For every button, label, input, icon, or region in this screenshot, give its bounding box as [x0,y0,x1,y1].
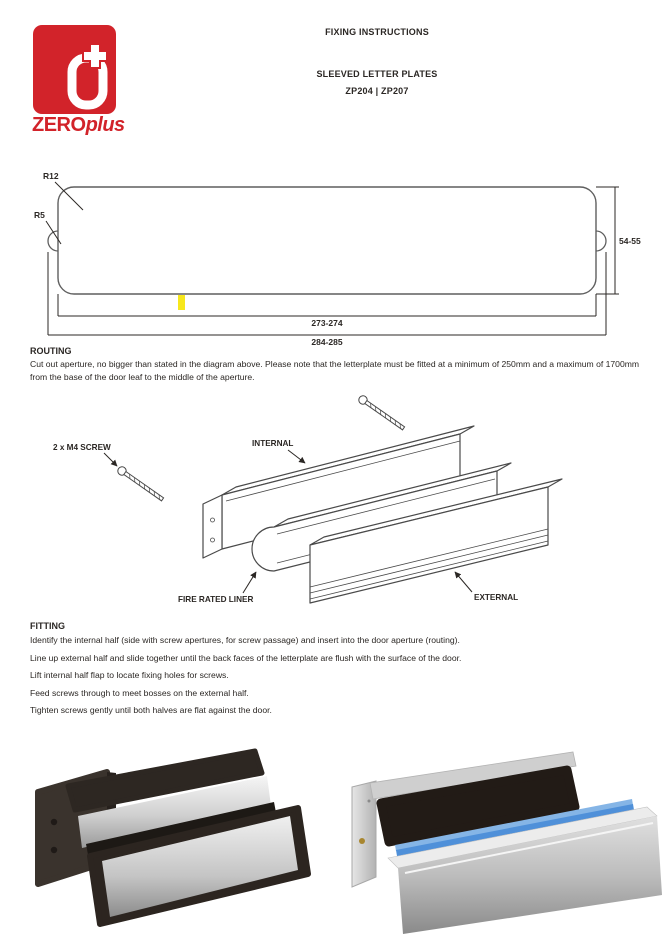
liner-label: FIRE RATED LINER [178,595,253,604]
right-photo-hole [367,799,371,803]
height-dimension-label: 54-55 [619,236,641,246]
r12-leader-line [54,181,84,211]
routing-body: Cut out aperture, no bigger than stated … [30,359,640,382]
outer-width-dimension-lines [47,252,607,336]
internal-half-drawing [202,425,475,559]
left-photo-screw-hole-top [50,818,58,826]
liner-arrow [242,571,257,594]
inner-width-dimension-lines [57,294,597,317]
screw-arrow [103,452,118,467]
fitting-heading: FITTING [30,621,65,631]
screw-label: 2 x M4 SCREW [53,443,111,452]
right-photo-liner-highlight [395,799,633,851]
outer-width-dimension-label: 284-285 [311,337,342,347]
zeroplus-logo-mark [33,25,116,114]
left-photo-silver-band [78,776,271,848]
internal-arrow [287,449,306,464]
r12-label: R12 [43,171,59,181]
right-photo-backplate [351,780,377,888]
aperture-outline [57,186,597,295]
zero-plus-icon [67,43,108,110]
external-arrow [454,571,473,593]
brand-plus: plus [85,114,126,136]
m4-screw-left [117,466,165,502]
height-dimension-lines [596,186,619,295]
fitting-step-2: Line up external half and slide together… [30,652,462,663]
right-photo-black-sleeve [376,765,580,847]
product-codes: ZP204 | ZP207 [345,86,409,96]
inner-width-dimension-label: 273-274 [311,318,342,328]
r5-leader-line [45,220,62,245]
yellow-highlight-mark [178,295,185,310]
fitting-step-5: Tighten screws gently until both halves … [30,705,272,715]
brand-zero: ZERO [32,114,86,136]
m4-screw-top [358,395,406,431]
right-photo-brass-screw [359,838,365,844]
right-photo-external-face [398,816,662,934]
product-title: SLEEVED LETTER PLATES [316,69,438,79]
left-photo-external-flap [102,816,298,917]
routing-heading: ROUTING [30,346,72,356]
fitting-steps: Identify the internal half (side with sc… [30,636,642,724]
cutout-dimension-diagram: R12 R5 54-55 273-274 284-285 [34,171,641,347]
fitting-step-3: Lift internal half flap to locate fixing… [30,670,229,680]
product-photo-brown-letterplate [35,748,311,927]
product-photo-steel-letterplate [351,751,662,934]
left-photo-internal-flap [65,748,265,813]
zeroplus-logo-text: ZEROplus [32,114,152,137]
assembly-exploded-diagram: 2 x M4 SCREW INTERNAL FIRE RATED LINER E… [53,395,563,604]
external-label: EXTERNAL [474,593,518,602]
fitting-step-1: Identify the internal half (side with sc… [30,635,460,645]
fitting-step-4: Feed screws through to meet bosses on th… [30,687,249,698]
left-photo-screw-hole-bottom [50,846,58,854]
right-photo-frame-highlight [404,822,654,874]
r5-label: R5 [34,210,45,220]
doc-title: FIXING INSTRUCTIONS [325,27,429,37]
internal-label: INTERNAL [252,439,293,448]
right-photo-top-plate [369,751,577,800]
external-half-drawing [309,478,563,604]
